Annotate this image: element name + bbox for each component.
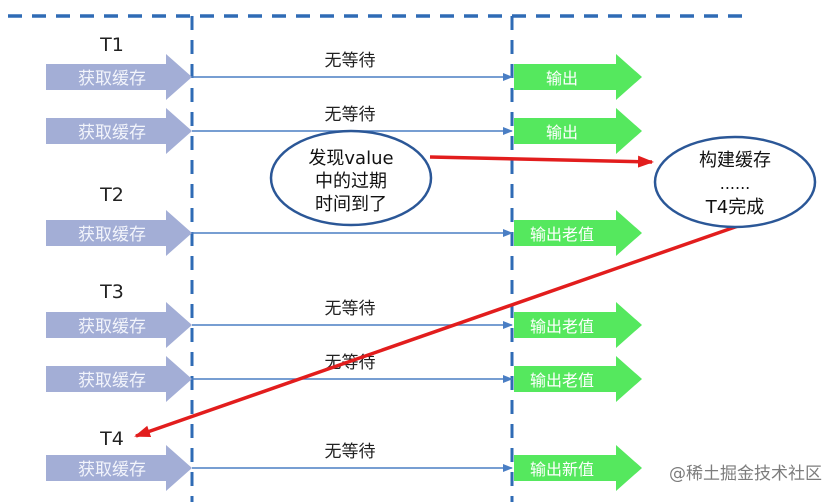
watermark-text: @稀土掘金技术社区 [669,464,822,484]
output-label: 输出 [546,69,578,88]
expired-bubble-line-3: 时间到了 [315,194,387,215]
no-wait-label: 无等待 [325,105,376,125]
row-4: 获取缓存 无等待 输出老值 [46,299,642,348]
get-cache-label: 获取缓存 [78,460,146,480]
get-cache-label: 获取缓存 [78,123,146,143]
expired-bubble-line-2: 中的过期 [315,171,387,192]
build-bubble-line-3: T4完成 [705,197,764,218]
red-arrow-build-to-t4 [134,224,739,438]
red-arrow-expired-to-build [429,155,654,168]
row-2: 获取缓存 无等待 输出 [46,105,642,154]
row-6: 获取缓存 无等待 输出新值 [46,442,642,491]
get-cache-arrow-icon [46,356,192,402]
expired-bubble: 发现value 中的过期 时间到了 [269,129,433,227]
output-arrow-icon [514,356,642,402]
row-1: 获取缓存 无等待 输出 [46,51,642,100]
row-3: 获取缓存 输出老值 [46,210,642,256]
thread-label-t3: T3 [99,281,124,303]
get-cache-label: 获取缓存 [78,317,146,337]
output-arrow-icon [514,445,642,491]
no-wait-label: 无等待 [325,299,376,319]
output-old-label: 输出老值 [530,317,594,336]
row-5: 获取缓存 无等待 输出老值 [46,353,642,402]
output-new-label: 输出新值 [530,460,594,479]
thread-label-t4: T4 [99,428,124,450]
get-cache-label: 获取缓存 [78,371,146,391]
output-arrow-icon [514,210,642,256]
get-cache-arrow-icon [46,108,192,154]
build-bubble-line-2: ...... [720,174,751,193]
output-old-label: 输出老值 [530,371,594,390]
output-arrow-icon [514,302,642,348]
get-cache-arrow-icon [46,445,192,491]
output-label: 输出 [546,123,578,142]
build-cache-bubble: 构建缓存 ...... T4完成 [653,135,817,229]
thread-label-t2: T2 [99,184,124,206]
output-arrow-icon [514,108,642,154]
no-wait-label: 无等待 [325,442,376,462]
get-cache-label: 获取缓存 [78,69,146,89]
get-cache-arrow-icon [46,302,192,348]
output-arrow-icon [514,54,642,100]
expired-bubble-line-1: 发现value [308,148,393,169]
get-cache-arrow-icon [46,210,192,256]
get-cache-label: 获取缓存 [78,225,146,245]
get-cache-arrow-icon [46,54,192,100]
no-wait-label: 无等待 [325,51,376,71]
thread-label-t1: T1 [99,34,124,56]
build-bubble-line-1: 构建缓存 [699,150,771,171]
output-old-label: 输出老值 [530,225,594,244]
